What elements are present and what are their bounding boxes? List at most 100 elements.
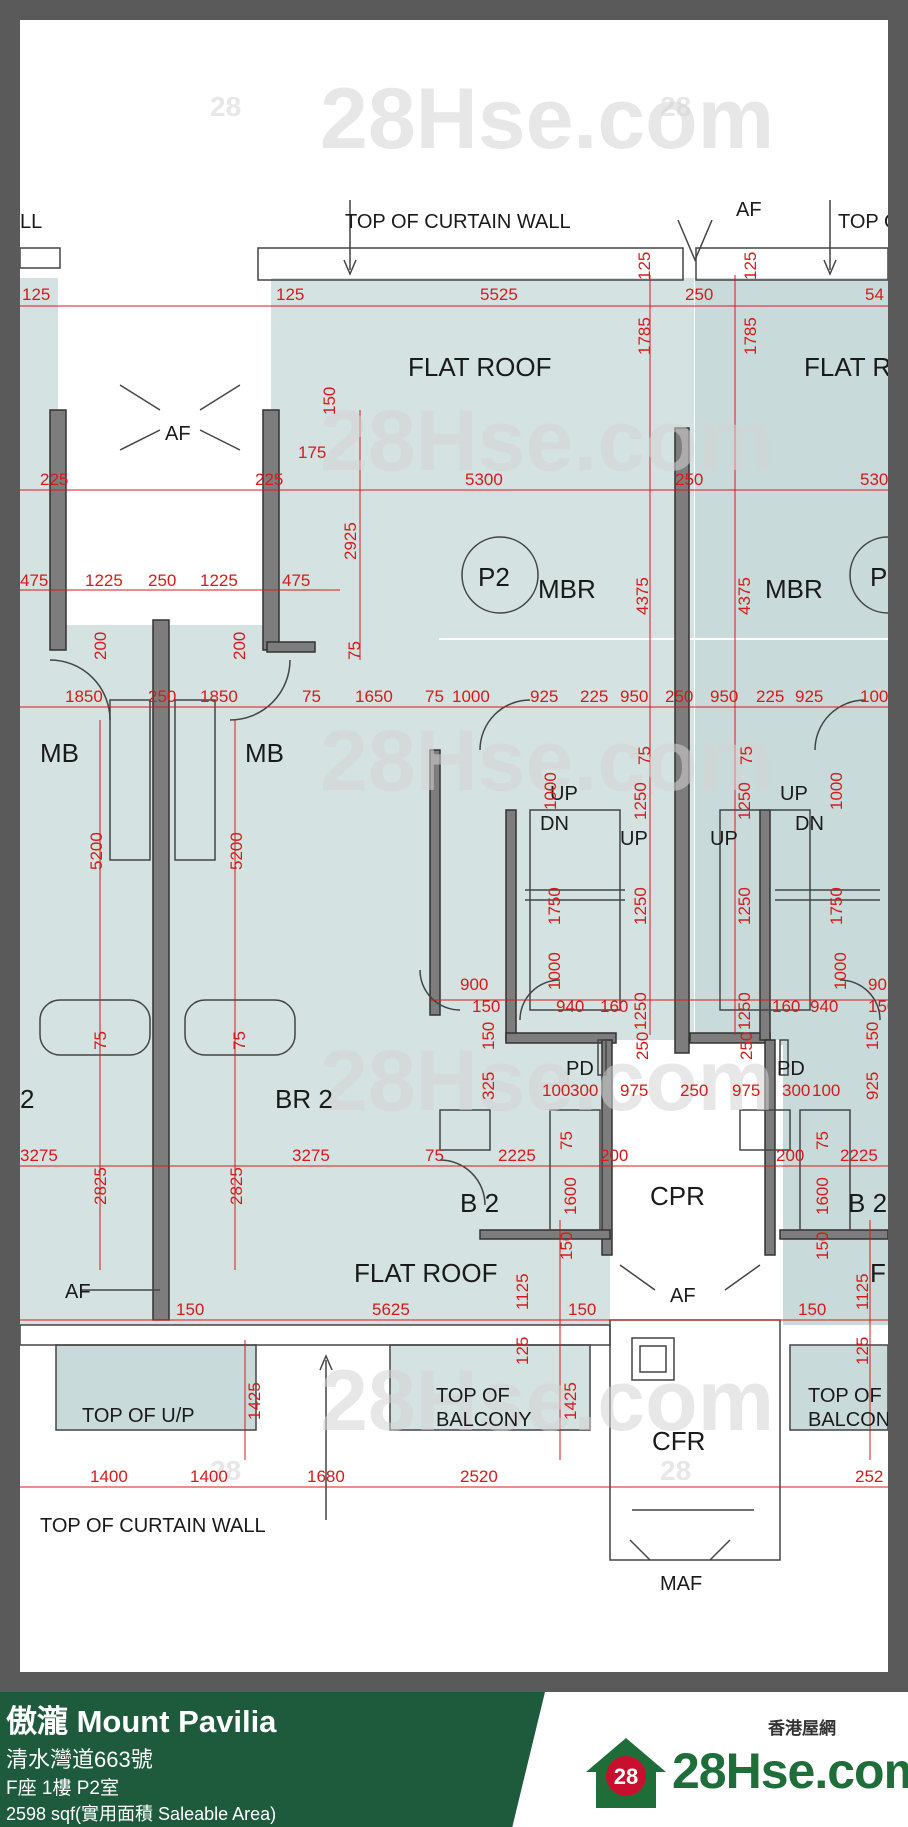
dim-150c: 150: [868, 997, 888, 1016]
outline-stair-right: [719, 809, 811, 1011]
dim-2825b: 2825: [227, 1167, 246, 1205]
watermark-badge-1: 28: [210, 91, 241, 122]
dim-75a: 75: [345, 641, 364, 660]
dim-1000a: 1000: [452, 687, 490, 706]
dim-175: 175: [298, 443, 326, 462]
wall-stair-bottom-left: [505, 1032, 617, 1044]
room-fill-balcony-right: [790, 1345, 888, 1430]
wall-bathroom-bottom: [479, 1229, 611, 1240]
label-top-of-balcony-right-1: TOP OF: [808, 1385, 882, 1407]
dim-300a: 300: [570, 1081, 598, 1100]
watermark-5: 28Hse.com: [320, 1353, 774, 1449]
label-af-top: AF: [736, 199, 762, 221]
logo-badge-text: 28: [614, 1764, 638, 1789]
estate-address: 清水灣道663號: [6, 1747, 153, 1772]
dim-225b: 225: [255, 470, 283, 489]
floorplan-frame: 28Hse.com 28Hse.com 28Hse.com 28Hse.com …: [20, 20, 888, 1672]
dim-225d: 225: [756, 687, 784, 706]
label-edge-ll: LL: [20, 211, 42, 233]
floorplan-drawing: 28Hse.com 28Hse.com 28Hse.com 28Hse.com …: [20, 71, 888, 1595]
dim-1400b: 1400: [190, 1467, 228, 1486]
dim-225c: 225: [580, 687, 608, 706]
label-mb-left: MB: [40, 738, 79, 768]
dim-250c: 250: [148, 571, 176, 590]
estate-title: 傲瀧 Mount Pavilia: [6, 1704, 277, 1739]
dim-150h: 150: [176, 1300, 204, 1319]
outline-pd-right: [779, 1039, 789, 1076]
label-br2: BR 2: [275, 1084, 333, 1114]
room-fill-mbr: [271, 278, 694, 638]
label-af-bottom-left: AF: [65, 1281, 91, 1303]
watermark-badge-4: 28: [660, 1455, 691, 1486]
label-unit-tag: P2: [478, 562, 510, 592]
walls: [49, 409, 888, 1321]
dim-2225b: 2225: [840, 1146, 878, 1165]
label-top-of-curtain-wall-top-left: TOP OF CURTAIN WALL: [345, 211, 571, 233]
label-top-of-curtain-wall-bottom: TOP OF CURTAIN WALL: [40, 1515, 266, 1537]
dim-1250e: 1250: [631, 992, 650, 1030]
label-cfr: CFR: [652, 1426, 705, 1456]
dim-1785a: 1785: [635, 317, 654, 355]
dim-1000c: 1000: [827, 772, 846, 810]
dim-1785b: 1785: [741, 317, 760, 355]
dim-200b: 200: [230, 632, 249, 660]
label-mb-right: MB: [245, 738, 284, 768]
dim-1425a: 1425: [245, 1382, 264, 1420]
dim-1400a: 1400: [90, 1467, 128, 1486]
dim-325: 325: [479, 1072, 498, 1100]
dim-100b: 100: [812, 1081, 840, 1100]
outline-cfr-inner-box: [639, 1345, 667, 1373]
dim-1680: 1680: [307, 1467, 345, 1486]
wall-stair-left: [505, 809, 517, 1041]
dim-250d: 250: [148, 687, 176, 706]
dim-150e: 150: [863, 1022, 882, 1050]
label-flat-roof-top: FLAT ROOF: [408, 352, 552, 382]
dim-300b: 300: [782, 1081, 810, 1100]
label-af-bottom-mid: AF: [670, 1285, 696, 1307]
watermark-3: 28Hse.com: [320, 713, 774, 809]
dim-2925: 2925: [341, 522, 360, 560]
saleable-area: 2598 sqf(實用面積 Saleable Area): [6, 1804, 277, 1824]
unit-tag-circle-right: [849, 536, 888, 614]
outline-sink: [439, 1109, 491, 1151]
dim-150i: 150: [568, 1300, 596, 1319]
dim-75e: 75: [737, 746, 756, 765]
dim-1250a: 1250: [631, 782, 650, 820]
logo-wordmark: 28Hse.com: [672, 1743, 908, 1799]
dim-90: 90: [868, 975, 887, 994]
dim-1250f: 1250: [735, 992, 754, 1030]
dim-5525: 5525: [480, 285, 518, 304]
dim-1750a: 1750: [545, 887, 564, 925]
label-top-of-balcony-right-2: BALCON: [808, 1409, 888, 1431]
dim-250e: 250: [665, 687, 693, 706]
watermark-badge-3: 28: [210, 1455, 241, 1486]
stair-break-right: [775, 889, 880, 901]
dim-1850b: 1850: [200, 687, 238, 706]
label-pd-2: PD: [777, 1058, 805, 1080]
dim-125a: 125: [22, 285, 50, 304]
door-swing-mbr-right: [814, 699, 866, 751]
room-fill-balcony: [390, 1345, 590, 1430]
label-unit-tag-right: P: [870, 562, 887, 592]
label-pd-1: PD: [566, 1058, 594, 1080]
dim-250b: 250: [675, 470, 703, 489]
label-b2-right: B 2: [848, 1188, 887, 1218]
watermark-2: 28Hse.com: [320, 393, 774, 489]
dim-1000e: 1000: [831, 952, 850, 990]
dim-4375a: 4375: [633, 577, 652, 615]
wall-short-h: [266, 641, 316, 653]
dim-5625: 5625: [372, 1300, 410, 1319]
label-mbr-right: MBR: [765, 574, 823, 604]
dim-200d: 200: [776, 1146, 804, 1165]
arrow-maf: [629, 1539, 731, 1561]
door-swing-b2: [439, 1159, 486, 1206]
outline-top-of-balcony-right: [789, 1344, 888, 1431]
wall-center: [674, 427, 690, 1054]
outline-bath-left: [39, 999, 151, 1056]
site-logo[interactable]: 香港屋網 28 28Hse.com: [582, 1714, 908, 1814]
dim-100: 100: [860, 687, 888, 706]
dim-75b: 75: [302, 687, 321, 706]
wall-left: [49, 409, 67, 651]
label-cpr: CPR: [650, 1181, 705, 1211]
cpr-area: [618, 1045, 783, 1345]
